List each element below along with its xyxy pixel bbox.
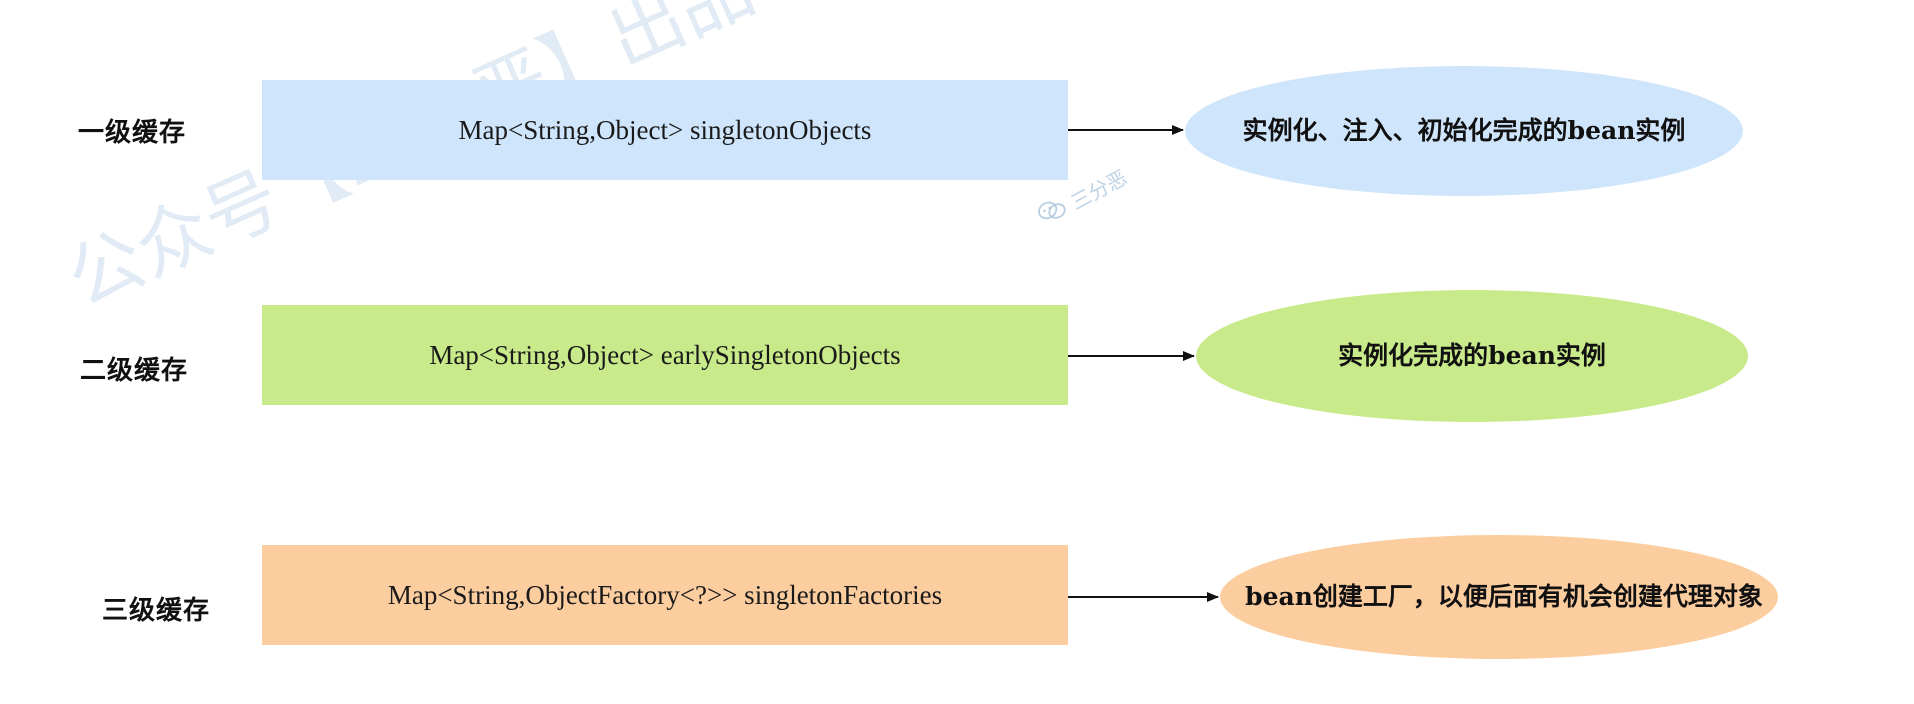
singleton-objects-box: Map<String,Object> singletonObjects [262, 80, 1068, 180]
level-label-2: 二级缓存 [80, 356, 189, 386]
early-singleton-objects-box: Map<String,Object> earlySingletonObjects [262, 305, 1068, 405]
description-ellipse-1: 实例化、注入、初始化完成的bean实例 [1185, 66, 1743, 196]
description-text-3: bean创建工厂，以便后面有机会创建代理对象 [1245, 582, 1763, 611]
level-label-3: 三级缓存 [102, 596, 211, 626]
wechat-icon [1033, 193, 1073, 233]
singleton-objects-text: Map<String,Object> singletonObjects [458, 114, 872, 145]
description-ellipse-2: 实例化完成的bean实例 [1196, 290, 1748, 422]
level-label-1: 一级缓存 [78, 118, 187, 148]
description-text-2: 实例化完成的bean实例 [1338, 341, 1606, 370]
singleton-factories-box: Map<String,ObjectFactory<?>> singletonFa… [262, 545, 1068, 645]
early-singleton-objects-text: Map<String,Object> earlySingletonObjects [429, 339, 901, 370]
description-text-1: 实例化、注入、初始化完成的bean实例 [1242, 116, 1686, 145]
description-ellipse-3: bean创建工厂，以便后面有机会创建代理对象 [1220, 535, 1778, 659]
watermark-small-text: 三分恶 [1066, 165, 1132, 215]
singleton-factories-text: Map<String,ObjectFactory<?>> singletonFa… [387, 579, 943, 610]
